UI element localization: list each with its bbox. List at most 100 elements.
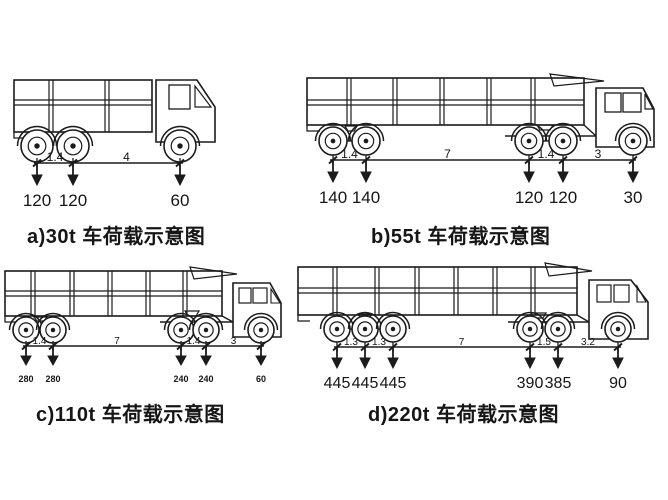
wind-deflector xyxy=(544,262,593,277)
load-arrow-head xyxy=(331,357,343,370)
cab-window xyxy=(604,92,622,113)
wheel-icon xyxy=(318,126,348,156)
wheel-icon xyxy=(163,129,197,163)
wheel-fender-arc xyxy=(319,311,355,330)
load-arrow-head xyxy=(524,357,536,370)
axle-load-label: 240 xyxy=(198,374,213,384)
axle-load-label: 240 xyxy=(173,374,188,384)
load-arrow-head xyxy=(627,171,639,184)
windshield xyxy=(644,93,654,110)
wheel-icon xyxy=(604,315,632,343)
axle-spacing-label: 1.4 xyxy=(538,147,555,161)
load-arrow-head xyxy=(31,174,43,187)
axle-load-label: 445 xyxy=(352,375,379,392)
cargo-box xyxy=(4,270,223,317)
axle-spacing-label: 7 xyxy=(114,336,120,347)
wheel-icon xyxy=(323,315,351,343)
load-arrow-head xyxy=(360,171,372,184)
axle-spacing-label: 3.2 xyxy=(581,337,595,348)
load-arrow-head xyxy=(612,357,624,370)
load-arrow-head xyxy=(552,357,564,370)
cargo-box xyxy=(306,77,585,126)
wind-deflector xyxy=(189,266,238,280)
axle-spacing-label: 1.3 xyxy=(372,337,386,348)
axle-spacing-label: 1.5 xyxy=(537,337,551,348)
wheel-fender-arc xyxy=(347,122,385,142)
wind-deflector xyxy=(549,73,605,87)
windshield xyxy=(270,287,282,304)
front-left-bracket xyxy=(13,132,25,139)
axle-load-label: 280 xyxy=(45,374,60,384)
axle-load-label: 30 xyxy=(624,188,643,207)
axle-load-label: 90 xyxy=(609,375,627,392)
axle-spacing-label: 1.4 xyxy=(341,147,358,161)
wheel-fender-arc xyxy=(347,311,383,330)
cab-window xyxy=(596,284,612,303)
axle-load-label: 140 xyxy=(352,188,380,207)
load-arrow-head xyxy=(175,355,187,367)
axle-spacing-label: 1.4 xyxy=(33,336,47,347)
trailer-nose-slant xyxy=(576,314,590,323)
wheel-icon xyxy=(514,126,544,156)
axle-load-label: 445 xyxy=(324,375,351,392)
load-arrow-head xyxy=(20,355,32,367)
cab xyxy=(588,279,649,340)
axle-load-label: 120 xyxy=(515,188,543,207)
load-arrow-head xyxy=(47,355,59,367)
axle-load-label: 60 xyxy=(171,191,190,210)
trailer-left-bracket xyxy=(4,316,17,323)
wheel-icon xyxy=(247,316,275,344)
trailer-left-bracket xyxy=(306,125,320,132)
axle-spacing-label: 3 xyxy=(595,147,602,161)
axle-load-label: 120 xyxy=(23,191,51,210)
axle-load-label: 140 xyxy=(319,188,347,207)
wheel-fender-arc xyxy=(375,311,411,330)
load-arrow-head xyxy=(523,171,535,184)
axle-spacing-label: 1.3 xyxy=(344,337,358,348)
windshield xyxy=(194,84,213,108)
load-arrow-head xyxy=(359,357,371,370)
load-arrow-head xyxy=(200,355,212,367)
wheel-fender-arc xyxy=(544,122,582,142)
wheel-fender-arc xyxy=(243,312,279,331)
load-arrow-head xyxy=(557,171,569,184)
cab xyxy=(155,79,216,143)
load-arrow-head xyxy=(174,174,186,187)
trailer-nose-slant xyxy=(221,315,234,323)
axle-load-label: 280 xyxy=(18,374,33,384)
cab xyxy=(232,282,282,338)
wheel-fender-arc xyxy=(540,311,576,330)
axle-load-label: 120 xyxy=(549,188,577,207)
diagram-b-truck: 1.4 7 1.4 3 140 140 120 120 30 xyxy=(306,73,655,207)
wheel-fender-arc xyxy=(512,311,548,330)
wheel-icon xyxy=(39,316,67,344)
axle-load-label: 60 xyxy=(256,374,266,384)
axle-spacing-label: 1.4 xyxy=(47,150,64,164)
axle-spacing-label: 3 xyxy=(231,336,237,347)
load-arrow-head xyxy=(387,357,399,370)
wheel-fender-arc xyxy=(510,122,548,142)
wheel-icon xyxy=(548,126,578,156)
wheel-fender-arc xyxy=(614,122,652,142)
wheel-fender-arc xyxy=(35,312,71,331)
axle-spacing-label: 4 xyxy=(123,150,130,164)
wheel-fender-arc xyxy=(600,311,636,330)
cab-window xyxy=(252,287,268,304)
cab-window xyxy=(613,284,630,303)
axle-load-label: 390 xyxy=(517,375,544,392)
axle-load-label: 385 xyxy=(545,375,572,392)
caption-diagram-a: a)30t 车荷载示意图 xyxy=(27,226,206,248)
cab-window xyxy=(622,92,642,113)
wheel-fender-arc xyxy=(159,125,201,147)
load-arrow-head xyxy=(327,171,339,184)
caption-diagram-d: d)220t 车荷载示意图 xyxy=(368,404,559,426)
cab xyxy=(595,87,655,148)
wheel-icon xyxy=(351,126,381,156)
caption-diagram-b: b)55t 车荷载示意图 xyxy=(371,226,551,248)
axle-load-label: 445 xyxy=(380,375,407,392)
axle-spacing-label: 7 xyxy=(444,147,451,161)
